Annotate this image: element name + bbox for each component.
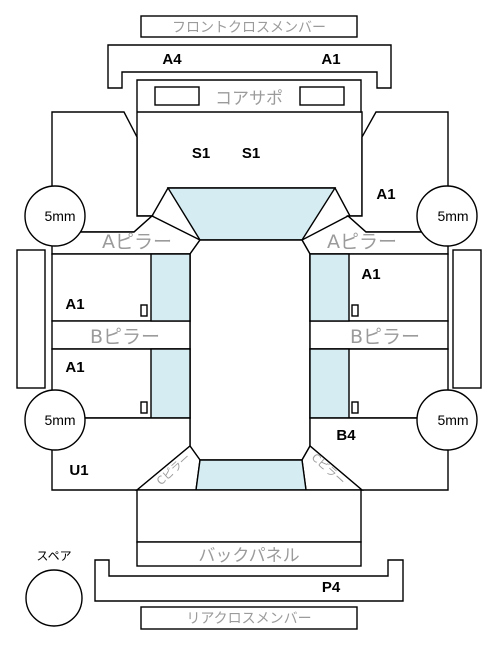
- front-member-right-rating: A1: [321, 51, 340, 68]
- hood-right-rating: S1: [242, 145, 260, 162]
- tire-rear-right: 5mm: [416, 389, 478, 451]
- tire-front-right: 5mm: [416, 185, 478, 247]
- b-pillar-left-label: Bピラー: [90, 326, 160, 348]
- hood-left-rating: S1: [192, 145, 210, 162]
- rear-member-rating: P4: [322, 579, 341, 596]
- front-cross-member: フロントクロスメンバー: [140, 15, 358, 38]
- trunk-panel: [136, 489, 362, 543]
- front-door-left-handle: [140, 304, 148, 317]
- rear-fender-right-rating: B4: [336, 427, 356, 444]
- spare-tire-icon: [25, 569, 83, 627]
- front-cross-member-label: フロントクロスメンバー: [172, 20, 326, 36]
- rear-window: [195, 459, 307, 491]
- window-rear-left: [150, 348, 191, 419]
- rear-door-left-rating: A1: [65, 359, 84, 376]
- front-member-left-rating: A4: [162, 51, 182, 68]
- front-door-left-rating: A1: [65, 296, 84, 313]
- tire-front-left-depth: 5mm: [44, 208, 75, 224]
- rear-door-left-handle: [140, 401, 148, 414]
- back-panel: バックパネル: [136, 541, 362, 567]
- window-front-right: [309, 253, 350, 322]
- window-front-left: [150, 253, 191, 322]
- tire-rear-left: 5mm: [24, 389, 86, 451]
- rear-fender-right: B4: [309, 417, 449, 491]
- rear-door-right-handle: [351, 401, 359, 414]
- a-pillar-right: Aピラー: [301, 215, 449, 255]
- headlight-right: [299, 86, 345, 106]
- spare-tire-label: スペア: [36, 549, 71, 563]
- side-sill-left: [16, 249, 46, 389]
- front-door-right-rating: A1: [361, 266, 380, 283]
- b-pillar-left: Bピラー: [51, 320, 191, 350]
- rear-member-bracket: P4: [94, 559, 404, 602]
- b-pillar-right: Bピラー: [309, 320, 449, 350]
- front-fender-right-rating: A1: [376, 186, 395, 203]
- side-sill-right: [452, 249, 482, 389]
- headlight-left: [154, 86, 200, 106]
- rear-cross-member: リアクロスメンバー: [140, 606, 358, 630]
- rear-fender-left-rating: U1: [69, 462, 88, 479]
- front-door-right-handle: [351, 304, 359, 317]
- hood-panel: コアサポ S1 S1: [136, 79, 363, 217]
- tire-rear-left-depth: 5mm: [44, 412, 75, 428]
- back-panel-label: バックパネル: [198, 546, 299, 566]
- a-pillar-right-label: Aピラー: [327, 231, 397, 253]
- tire-rear-right-depth: 5mm: [437, 412, 468, 428]
- radiator-support-label: コアサポ: [215, 89, 283, 109]
- windshield: [166, 187, 337, 241]
- window-rear-right: [309, 348, 350, 419]
- a-pillar-left-label: Aピラー: [102, 231, 172, 253]
- tire-front-right-depth: 5mm: [437, 208, 468, 224]
- rear-cross-member-label: リアクロスメンバー: [186, 611, 311, 627]
- tire-front-left: 5mm: [24, 185, 86, 247]
- front-member-bracket: A4 A1: [107, 44, 392, 89]
- b-pillar-right-label: Bピラー: [350, 326, 420, 348]
- roof-panel: [189, 239, 311, 461]
- spare-tire: スペア: [25, 549, 83, 627]
- a-pillar-left: Aピラー: [51, 215, 202, 255]
